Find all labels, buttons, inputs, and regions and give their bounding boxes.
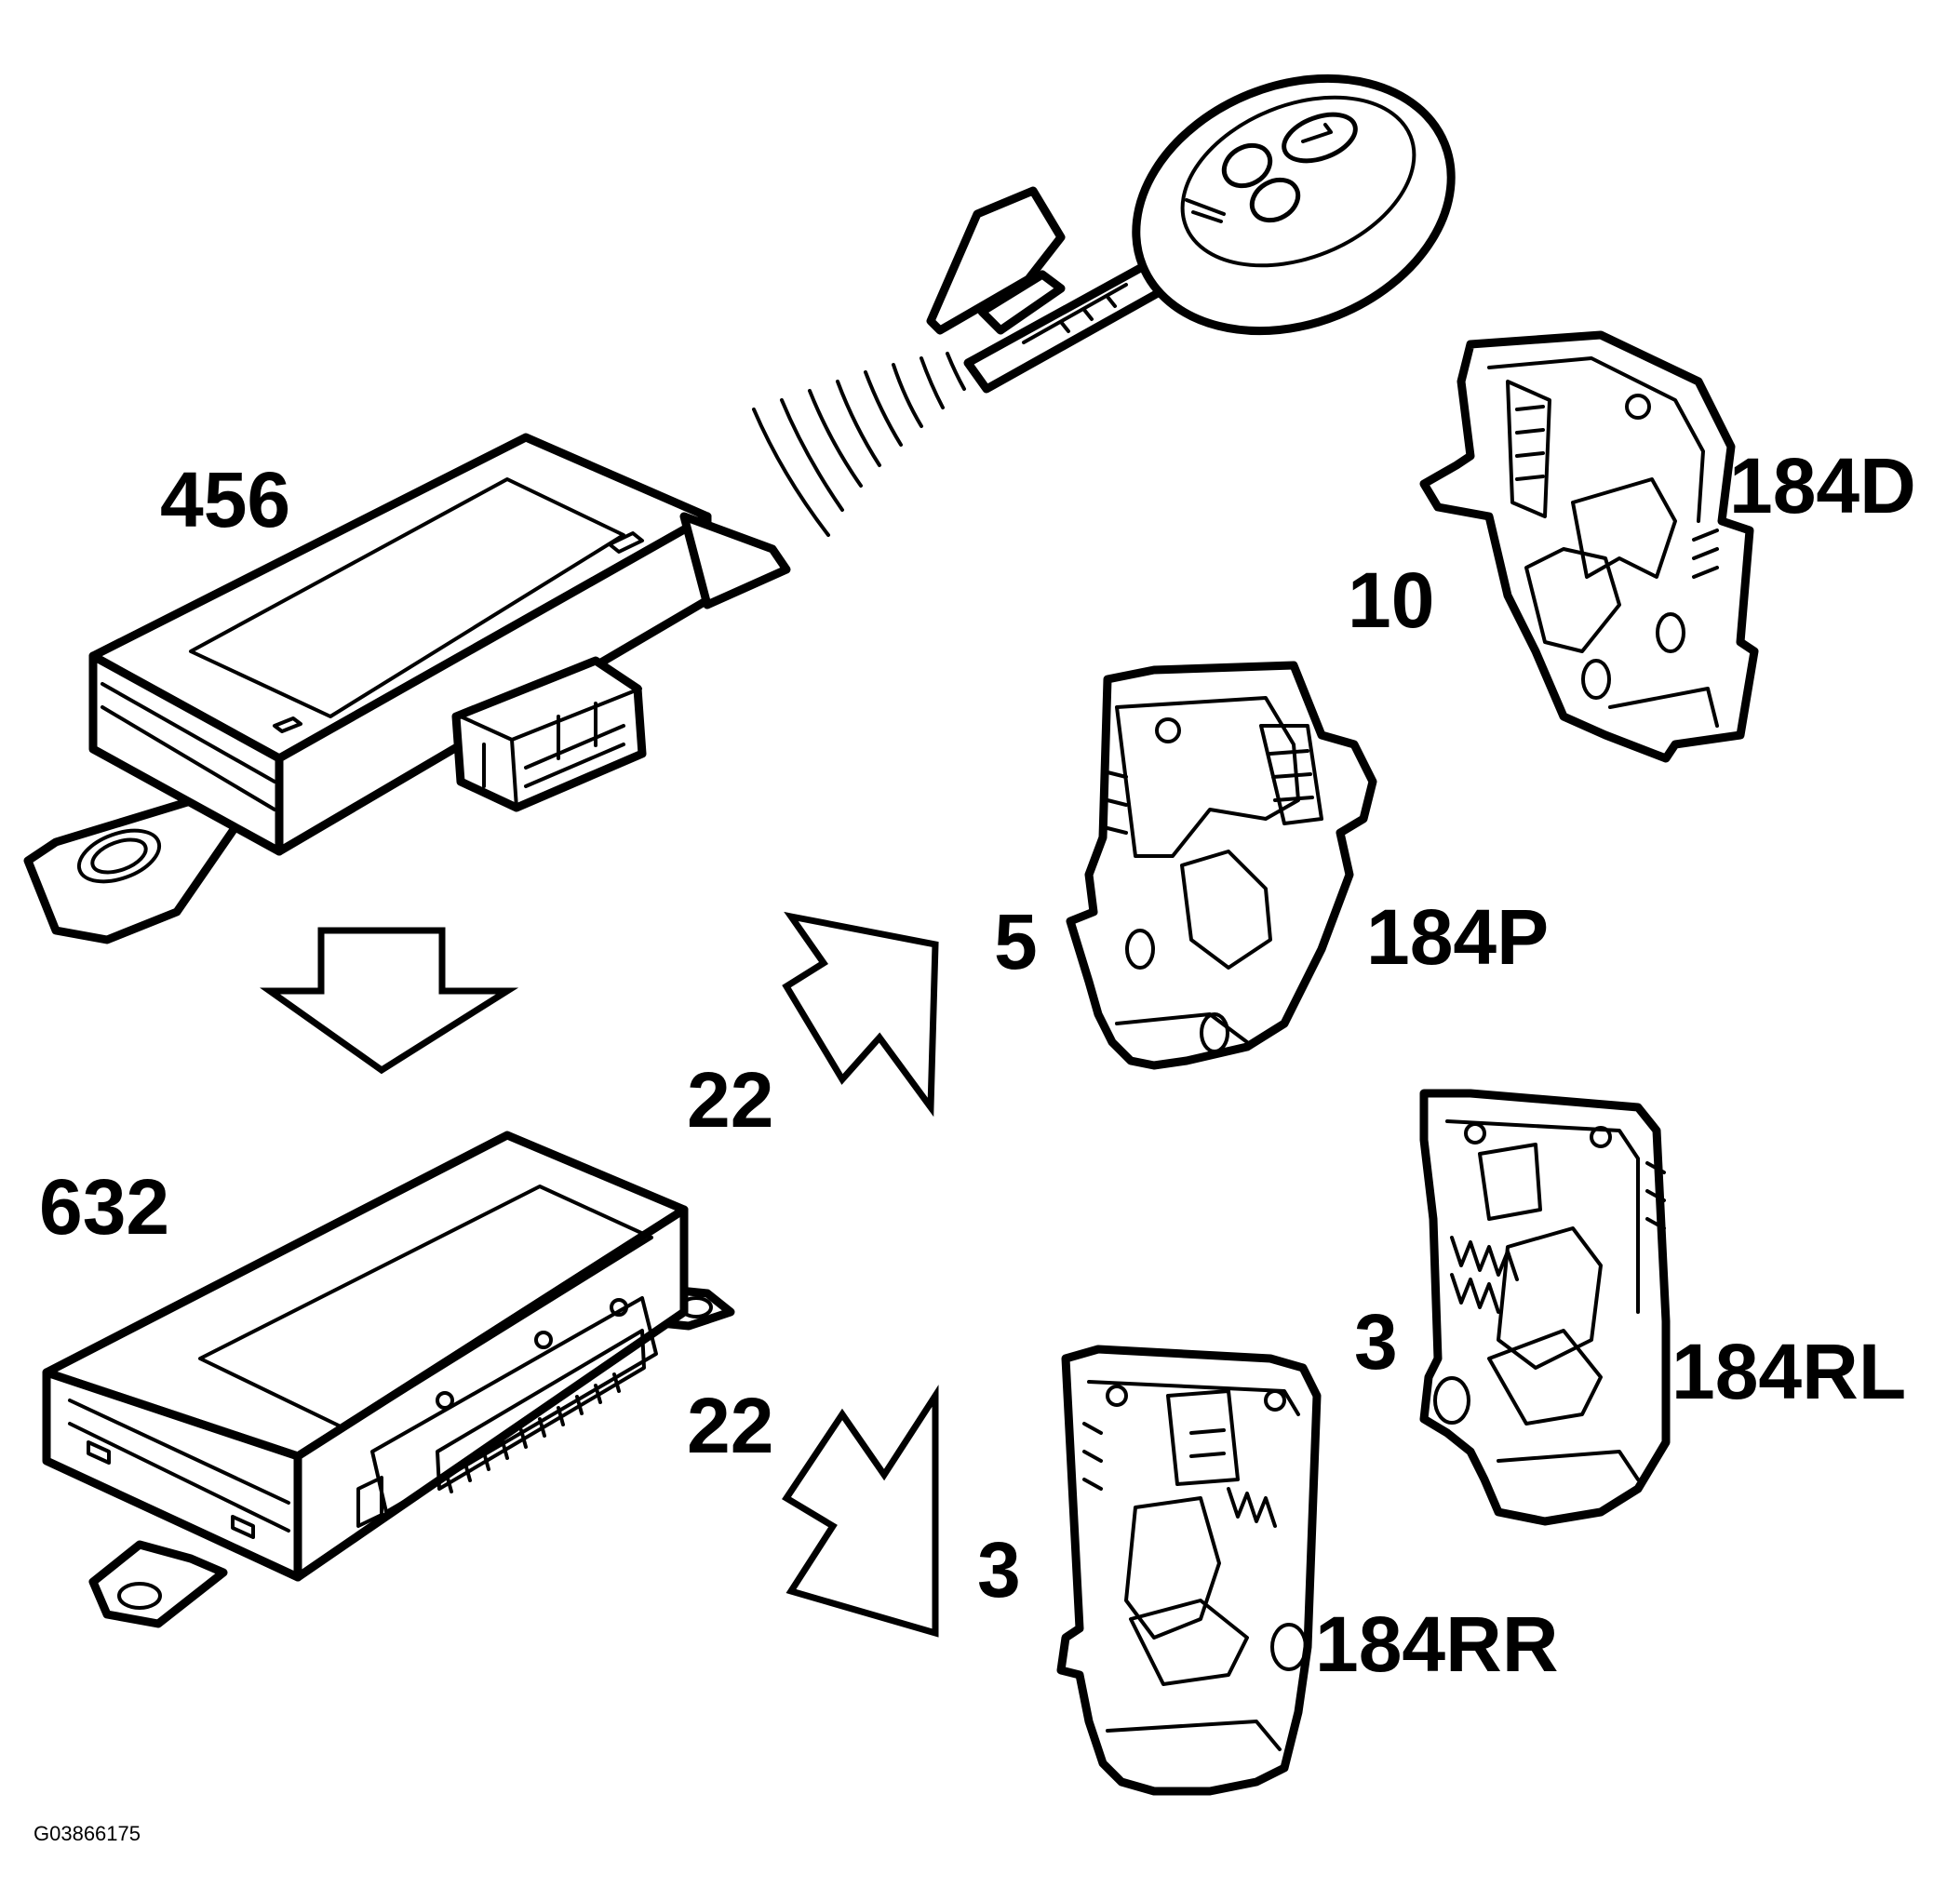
callout-3-rl: 3 — [1354, 1298, 1398, 1386]
remote-key-fob — [926, 74, 1456, 394]
callout-5: 5 — [994, 898, 1038, 985]
callout-184rl: 184RL — [1671, 1328, 1907, 1415]
callout-10: 10 — [1348, 556, 1435, 644]
callout-632: 632 — [39, 1163, 170, 1251]
lock-actuator-184p — [1066, 661, 1377, 1070]
lock-actuator-184rl — [1419, 1089, 1671, 1526]
callout-184rr: 184RR — [1315, 1600, 1559, 1688]
down-arrow — [260, 927, 519, 1075]
arrow-to-front-locks — [782, 911, 939, 1118]
lock-actuator-184rr — [1056, 1345, 1322, 1796]
lock-actuator-184d — [1419, 330, 1759, 763]
module-632 — [42, 1131, 735, 1628]
figure-id: G03866175 — [34, 1822, 141, 1845]
callout-184d: 184D — [1729, 442, 1916, 529]
callout-456: 456 — [160, 456, 291, 543]
callout-184p: 184P — [1366, 893, 1550, 981]
arrow-to-rear-locks — [782, 1385, 939, 1638]
module-456 — [23, 433, 791, 944]
radio-waves — [752, 352, 966, 537]
callout-22-upper: 22 — [687, 1056, 774, 1144]
callout-22-lower: 22 — [687, 1382, 774, 1469]
callout-3-rr: 3 — [977, 1526, 1021, 1613]
